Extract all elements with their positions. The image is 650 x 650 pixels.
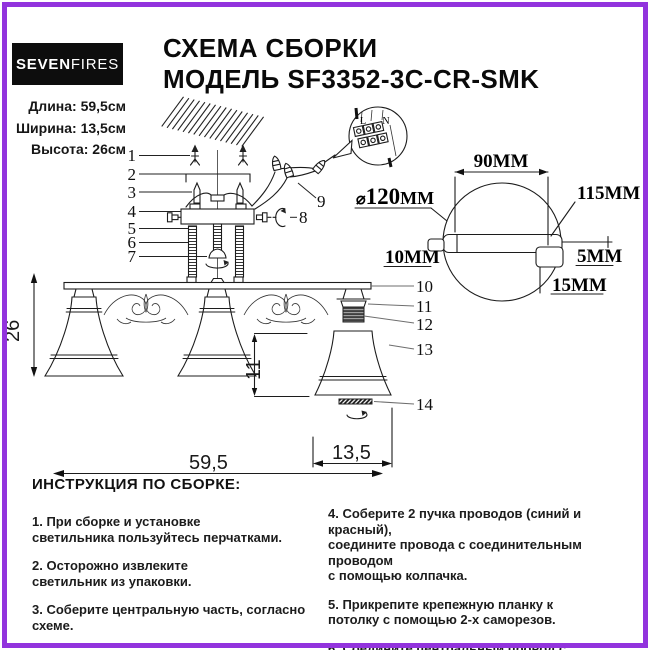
- logo-seven: SEVEN: [15, 55, 71, 73]
- terminal-detail: L N: [332, 106, 408, 168]
- spec-length: Длина: 59,5см: [28, 98, 126, 114]
- instruction-step-4: 4. Соберите 2 пучка проводов (синий и кр…: [328, 506, 582, 583]
- mounting-plate: [180, 194, 255, 251]
- instruction-step-2: 2. Осторожно извлеките светильник из упа…: [32, 558, 192, 589]
- dim-15mm: 15MM: [552, 275, 607, 296]
- dim-5mm: 5MM: [577, 246, 622, 267]
- terminal-label-neutral: N: [382, 116, 389, 127]
- dim-90mm: 90MM: [474, 151, 529, 172]
- part-callout-10: 10: [416, 277, 433, 296]
- part-callout-13: 13: [416, 340, 433, 359]
- title-line-2: МОДЕЛЬ SF3352-3C-CR-SMK: [163, 64, 540, 94]
- wire-cap-3: [312, 157, 328, 175]
- mounting-strap: [185, 173, 251, 183]
- part-callout-7: 7: [128, 247, 137, 266]
- ornament-scroll-2: [243, 293, 329, 325]
- wire-cap-1: [270, 154, 282, 172]
- title-line-1: СХЕМА СБОРКИ: [163, 33, 378, 63]
- assembly-instructions: ИНСТРУКЦИЯ ПО СБОРКЕ: 1. При сборке и ус…: [32, 476, 624, 650]
- side-bolts: [166, 207, 286, 228]
- exploded-lamp: [314, 288, 392, 420]
- wires: [185, 154, 336, 210]
- svg-text:13,5: 13,5: [332, 442, 371, 464]
- instructions-column-right: 4. Соберите 2 пучка проводов (синий и кр…: [328, 506, 624, 650]
- instruction-step-6: 6. Соедините центральный провод с провод…: [328, 640, 567, 650]
- instruction-step-3: 3. Соберите центральную часть, согласно …: [32, 602, 306, 633]
- ceiling-anchors: [189, 143, 249, 166]
- part-callout-6: 6: [128, 233, 137, 252]
- dim-shade-height-11: 11: [243, 332, 310, 398]
- dim-shade-width-13-5: 13,5: [312, 407, 393, 468]
- dim-length-59-5: 59,5: [53, 452, 383, 477]
- callout-leaders-left: [139, 155, 317, 257]
- page-title: СХЕМА СБОРКИ МОДЕЛЬ SF3352-3C-CR-SMK: [163, 33, 539, 95]
- wing-nut: [205, 248, 229, 269]
- dim-10mm: 10MM: [385, 247, 440, 268]
- part-callout-9: 9: [317, 192, 326, 211]
- part-callout-5: 5: [128, 219, 137, 238]
- part-callout-12: 12: [416, 315, 433, 334]
- svg-text:11: 11: [243, 359, 265, 380]
- logo-fires: FIRES: [70, 55, 120, 73]
- ceiling-hatch: [161, 96, 265, 147]
- instructions-heading: ИНСТРУКЦИЯ ПО СБОРКЕ:: [32, 476, 241, 493]
- instruction-step-1: 1. При сборке и установке светильника по…: [32, 514, 283, 545]
- part-callout-4: 4: [128, 202, 137, 221]
- bracket-detail: 90MM ⌀120MM 115MM 10MM 5MM 15MM: [354, 151, 640, 302]
- instructions-column-left: 1. При сборке и установке светильника по…: [32, 514, 328, 650]
- mounting-screws: [193, 181, 244, 204]
- spec-width: Ширина: 13,5см: [15, 119, 126, 136]
- svg-text:59,5: 59,5: [189, 452, 228, 474]
- part-callout-14: 14: [416, 395, 434, 414]
- ornament-scroll-1: [103, 293, 189, 325]
- product-specs: Длина: 59,5см Ширина: 13,5см Высота: 26с…: [0, 96, 126, 161]
- spec-height: Высота: 26см: [31, 141, 126, 157]
- part-callout-8: 8: [299, 208, 308, 227]
- part-callout-2: 2: [128, 165, 137, 184]
- part-callout-11: 11: [416, 297, 432, 316]
- fixture-bar: [63, 276, 372, 290]
- dim-diameter-120mm: ⌀120MM: [356, 184, 434, 209]
- part-callout-1: 1: [128, 146, 137, 165]
- part-callout-3: 3: [128, 183, 137, 202]
- dim-115mm: 115MM: [577, 183, 640, 204]
- svg-text:26: 26: [2, 320, 24, 342]
- dim-height-26: 26: [2, 273, 38, 377]
- wire-cap-2: [281, 161, 295, 179]
- instruction-step-5: 5. Прикрепите крепежную планку к потолку…: [328, 596, 556, 628]
- terminal-label-live: L: [360, 116, 366, 127]
- lamp-shade-1: [44, 288, 124, 377]
- callout-leaders-right: [363, 285, 415, 405]
